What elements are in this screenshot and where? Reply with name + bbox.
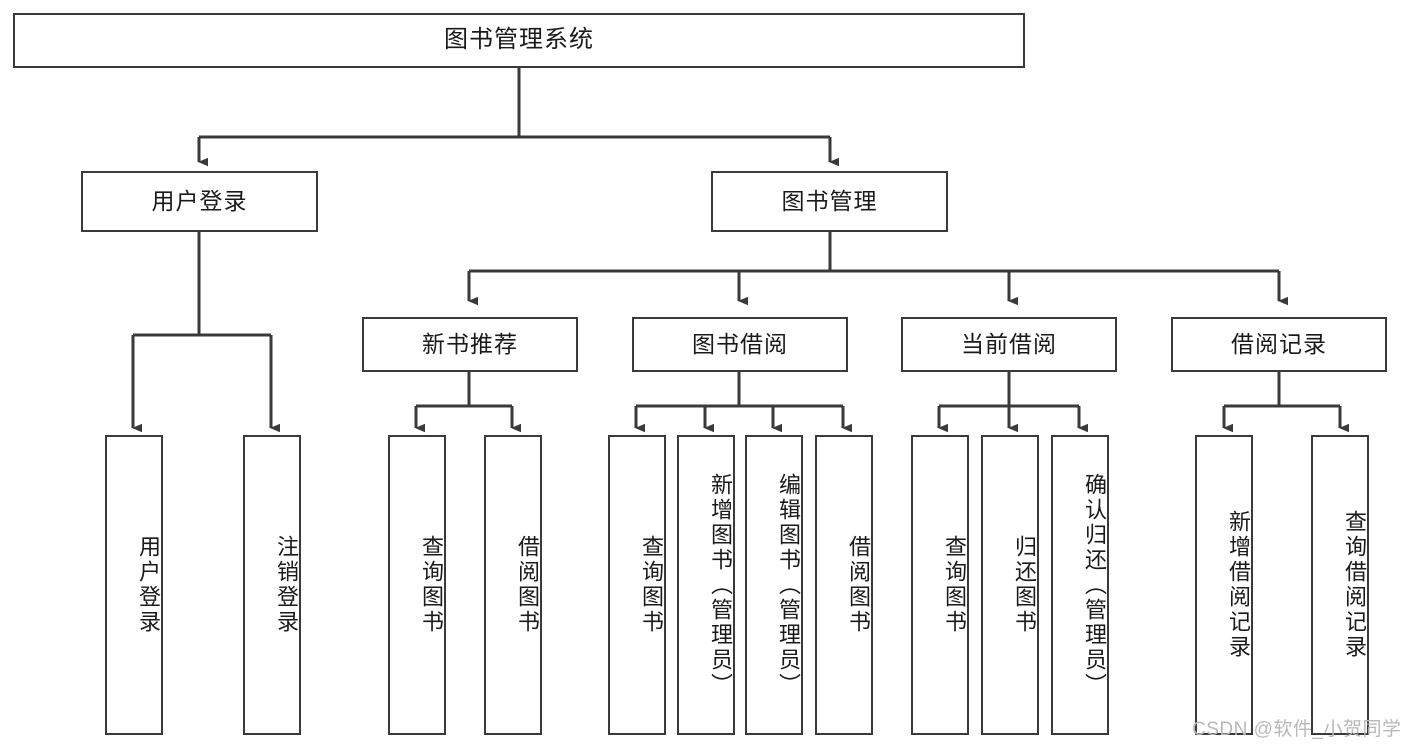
leaf-user-login-label: 用户登录	[136, 535, 161, 635]
node-book-manage[interactable]: 图书管理	[711, 171, 948, 232]
leaf-br-add-record-label: 新增借阅记录	[1226, 510, 1251, 660]
node-root[interactable]: 图书管理系统	[13, 13, 1025, 68]
leaf-cb-confirm-return[interactable]: 确认归还（管理员）	[1051, 435, 1109, 735]
leaf-bb-add-book-label: 新增图书（管理员）	[708, 472, 733, 698]
leaf-cb-return-book-label: 归还图书	[1012, 535, 1037, 635]
leaf-logout-label: 注销登录	[274, 535, 299, 635]
node-borrow-record-label: 借阅记录	[1231, 330, 1327, 357]
leaf-cb-query-book-label: 查询图书	[942, 535, 967, 635]
node-current-borrow-label: 当前借阅	[961, 330, 1057, 357]
leaf-bb-add-book[interactable]: 新增图书（管理员）	[677, 435, 735, 735]
leaf-bb-query-book-label: 查询图书	[639, 535, 664, 635]
leaf-bb-borrow-book[interactable]: 借阅图书	[815, 435, 873, 735]
node-book-borrow[interactable]: 图书借阅	[632, 317, 848, 372]
leaf-bb-borrow-book-label: 借阅图书	[846, 535, 871, 635]
leaf-bb-edit-book-label: 编辑图书（管理员）	[776, 472, 801, 698]
leaf-nb-borrow-book[interactable]: 借阅图书	[484, 435, 542, 735]
node-current-borrow[interactable]: 当前借阅	[901, 317, 1117, 372]
node-new-book-recommend[interactable]: 新书推荐	[362, 317, 578, 372]
node-book-manage-label: 图书管理	[781, 187, 878, 214]
node-book-borrow-label: 图书借阅	[692, 330, 788, 357]
leaf-bb-query-book[interactable]: 查询图书	[608, 435, 666, 735]
leaf-cb-return-book[interactable]: 归还图书	[981, 435, 1039, 735]
node-user-login[interactable]: 用户登录	[81, 171, 318, 232]
node-new-book-recommend-label: 新书推荐	[422, 330, 518, 357]
leaf-cb-query-book[interactable]: 查询图书	[911, 435, 969, 735]
leaf-br-query-record[interactable]: 查询借阅记录	[1311, 435, 1369, 735]
leaf-cb-confirm-return-label: 确认归还（管理员）	[1082, 472, 1107, 698]
node-root-label: 图书管理系统	[444, 26, 594, 54]
leaf-logout[interactable]: 注销登录	[243, 435, 301, 735]
watermark: CSDN @软件_小贺同学	[1192, 719, 1402, 740]
leaf-nb-query-book-label: 查询图书	[419, 535, 444, 635]
node-user-login-label: 用户登录	[151, 187, 248, 214]
leaf-br-add-record[interactable]: 新增借阅记录	[1195, 435, 1253, 735]
leaf-br-query-record-label: 查询借阅记录	[1342, 510, 1367, 660]
node-borrow-record[interactable]: 借阅记录	[1171, 317, 1387, 372]
leaf-bb-edit-book[interactable]: 编辑图书（管理员）	[745, 435, 803, 735]
leaf-nb-query-book[interactable]: 查询图书	[388, 435, 446, 735]
leaf-user-login[interactable]: 用户登录	[105, 435, 163, 735]
leaf-nb-borrow-book-label: 借阅图书	[515, 535, 540, 635]
